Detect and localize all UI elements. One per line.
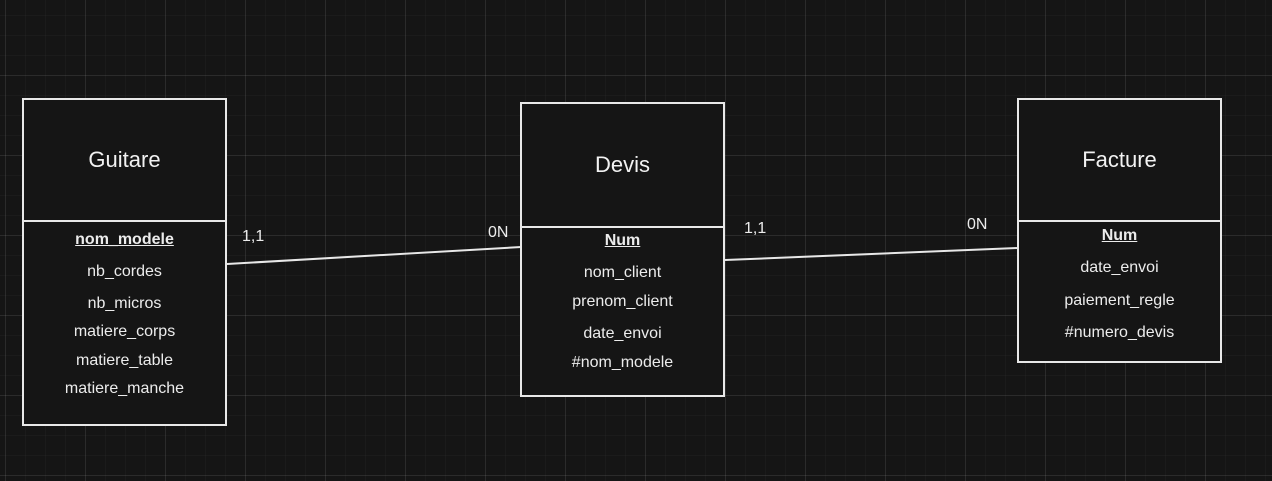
entity-attributes: Num date_envoi paiement_regle #numero_de… bbox=[1019, 220, 1220, 361]
attribute: paiement_regle bbox=[1064, 292, 1175, 309]
attribute: nb_micros bbox=[87, 295, 162, 312]
entity-attributes: Num nom_client prenom_client date_envoi … bbox=[522, 226, 723, 395]
relation-line-guitare-devis[interactable] bbox=[226, 246, 522, 265]
entity-devis[interactable]: Devis Num nom_client prenom_client date_… bbox=[520, 102, 725, 397]
attribute: date_envoi bbox=[583, 325, 662, 342]
primary-key-attribute: Num bbox=[1101, 227, 1138, 244]
cardinality-label: 0N bbox=[488, 224, 509, 241]
primary-key-attribute: Num bbox=[604, 232, 641, 249]
entity-attributes: nom_modele nb_cordes nb_micros matiere_c… bbox=[24, 220, 225, 424]
entity-title: Guitare bbox=[24, 100, 225, 222]
entity-title: Facture bbox=[1019, 100, 1220, 222]
cardinality-label: 1,1 bbox=[242, 228, 265, 245]
entity-title: Devis bbox=[522, 104, 723, 228]
cardinality-label: 0N bbox=[967, 216, 988, 233]
attribute: nom_client bbox=[583, 264, 662, 281]
attribute: matiere_corps bbox=[73, 323, 176, 340]
entity-guitare[interactable]: Guitare nom_modele nb_cordes nb_micros m… bbox=[22, 98, 227, 426]
attribute: nb_cordes bbox=[87, 263, 162, 280]
attribute: date_envoi bbox=[1080, 259, 1159, 276]
cardinality-label: 1,1 bbox=[744, 220, 767, 237]
relation-line-devis-facture[interactable] bbox=[724, 247, 1019, 261]
attribute: matiere_table bbox=[76, 352, 173, 369]
entity-facture[interactable]: Facture Num date_envoi paiement_regle #n… bbox=[1017, 98, 1222, 363]
foreign-key-attribute: #nom_modele bbox=[571, 354, 674, 371]
attribute: prenom_client bbox=[572, 293, 673, 310]
attribute: matiere_manche bbox=[64, 380, 185, 397]
foreign-key-attribute: #numero_devis bbox=[1064, 324, 1175, 341]
primary-key-attribute: nom_modele bbox=[75, 231, 174, 248]
